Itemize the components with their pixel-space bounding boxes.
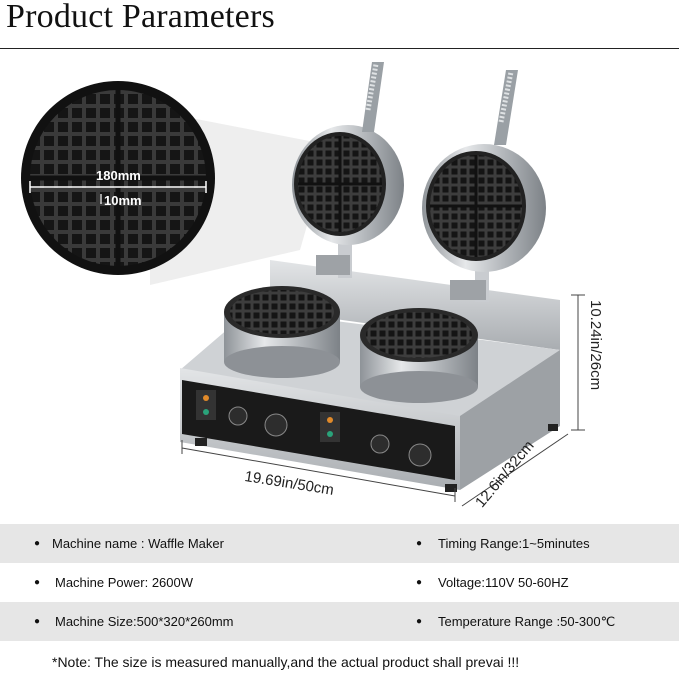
parameter-row: ● Machine Size:500*320*260mm ● Temperatu… [0,602,679,641]
parameter-right: Voltage:110V 50-60HZ [438,575,569,590]
parameter-row: ● Machine Power: 2600W ● Voltage:110V 50… [0,563,679,602]
height-dimension-label: 10.24in/26cm [587,300,604,391]
parameter-left: Machine Power: 2600W [55,575,194,590]
title-divider [0,48,679,49]
bullet-icon: ● [416,538,423,549]
height-dimension-line [571,294,585,431]
depth-dimension-line [461,433,569,507]
page-title: Product Parameters [6,0,275,35]
parameter-left: Machine Size:500*320*260mm [55,614,234,629]
zoom-diameter-label: 180mm [96,168,141,183]
waffle-maker-illustration [21,62,585,507]
bullet-icon: ● [416,616,423,627]
bullet-icon: ● [34,577,41,588]
parameter-left: Machine name : Waffle Maker [52,536,224,551]
upper-plate-right [422,70,546,302]
lower-plate-left [224,286,340,378]
lower-plate-right [360,308,478,403]
parameter-row: ● Machine name : Waffle Maker ● Timing R… [0,524,679,563]
bullet-icon: ● [416,577,423,588]
parameter-right: Timing Range:1~5minutes [438,536,590,551]
width-dimension-line [181,440,456,502]
bullet-icon: ● [34,538,41,549]
control-panel [182,380,455,480]
zoom-detail-circle [21,81,215,275]
upper-plate-left [292,62,404,278]
parameters-table: ● Machine name : Waffle Maker ● Timing R… [0,524,679,641]
parameter-right: Temperature Range :50-300℃ [438,614,616,629]
zoom-pit-depth-label: 10mm [104,193,142,208]
bullet-icon: ● [34,616,41,627]
footnote: *Note: The size is measured manually,and… [52,654,520,670]
